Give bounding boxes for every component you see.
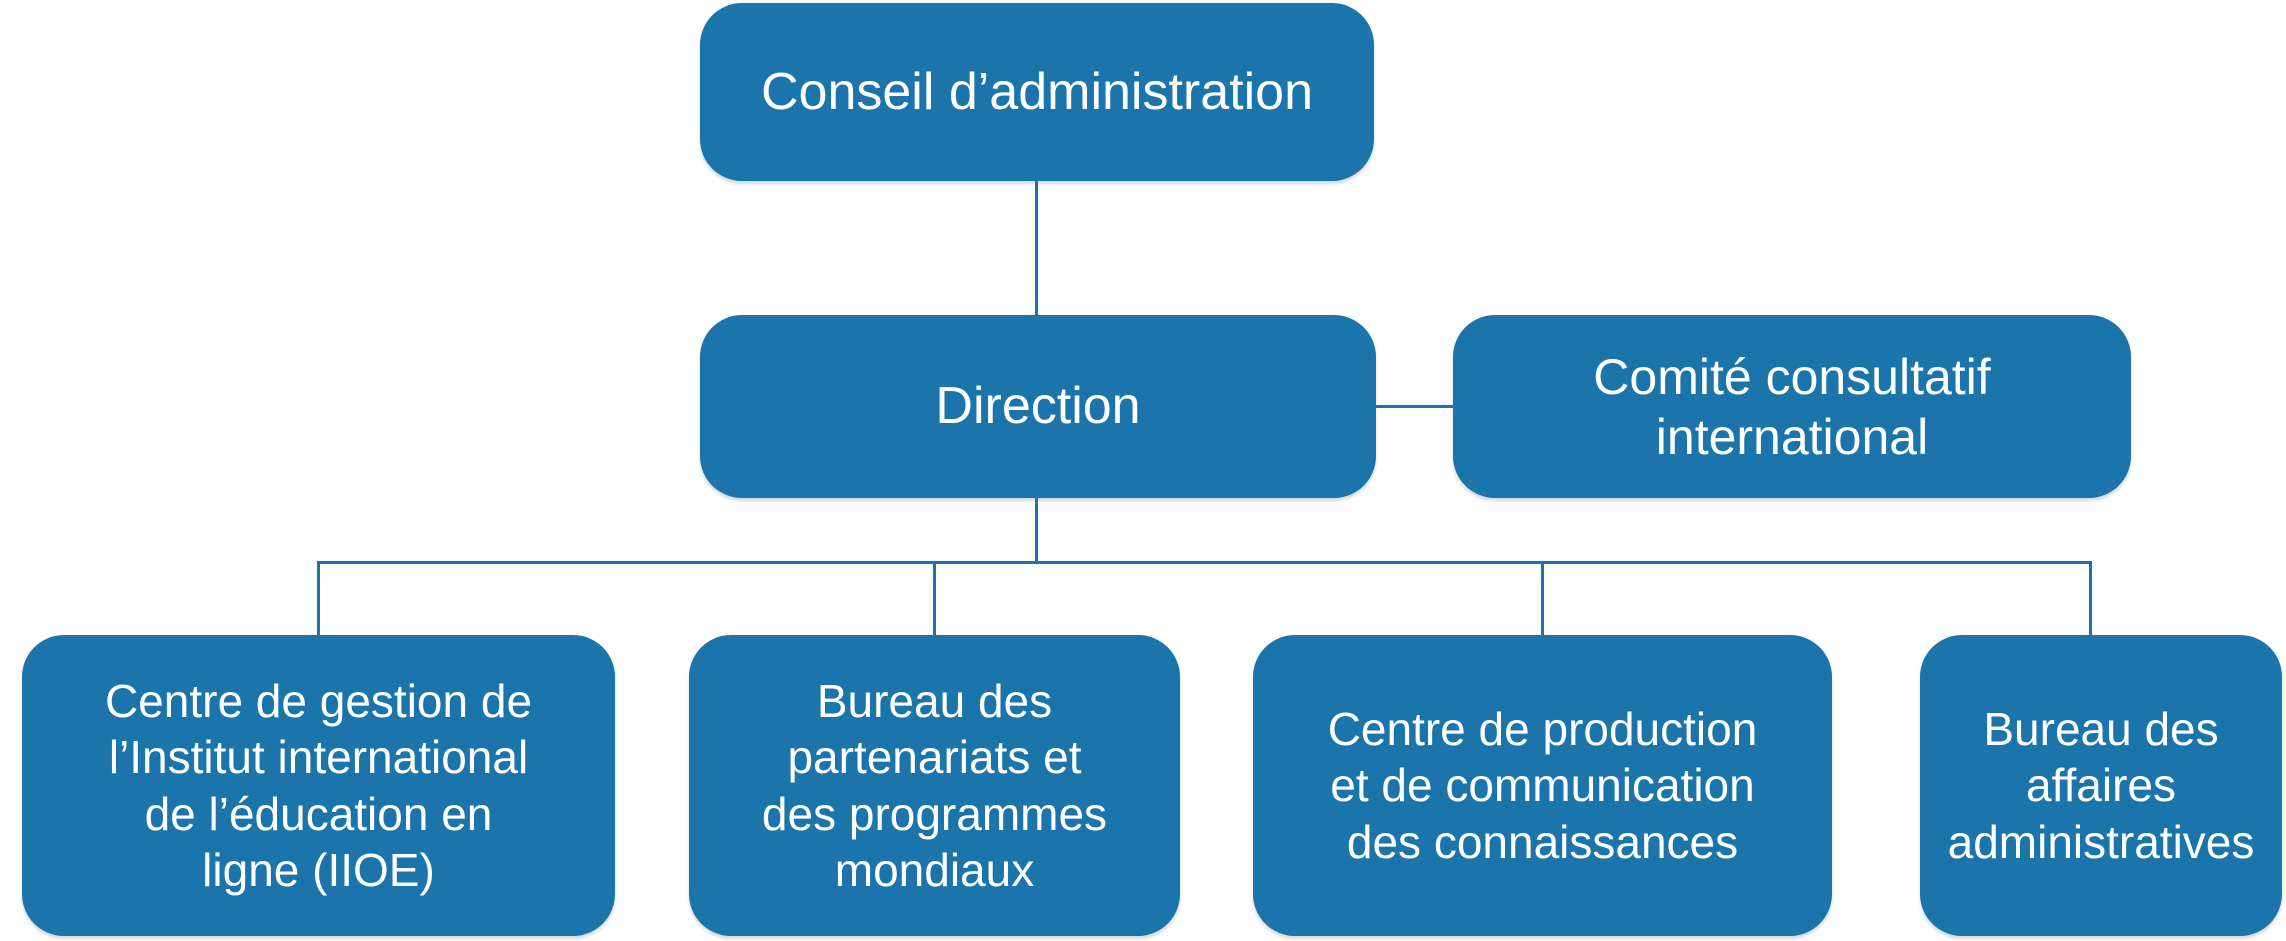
node-dept-affaires: Bureau des affaires administratives	[1920, 635, 2282, 936]
node-conseil-administration-label: Conseil d’administration	[760, 62, 1314, 121]
connector-bus	[318, 561, 2092, 564]
connector-drop-dept-partenariats	[933, 561, 936, 635]
node-dept-iioe-label: Centre de gestion de l’Institut internat…	[104, 675, 533, 896]
connector-drop-dept-iioe	[317, 561, 320, 635]
connector-direction-comite	[1376, 405, 1453, 408]
node-dept-production-label: Centre de production et de communication…	[1327, 703, 1758, 868]
node-direction-label: Direction	[935, 377, 1141, 436]
connector-direction-stem	[1035, 498, 1038, 562]
node-comite-consultatif-label: Comité consultatif international	[1593, 348, 1991, 465]
node-direction: Direction	[700, 315, 1376, 498]
node-comite-consultatif: Comité consultatif international	[1453, 315, 2131, 498]
node-dept-partenariats-label: Bureau des partenariats et des programme…	[761, 675, 1108, 896]
connector-drop-dept-production	[1541, 561, 1544, 635]
connector-conseil-direction	[1035, 181, 1038, 315]
node-dept-partenariats: Bureau des partenariats et des programme…	[689, 635, 1180, 936]
node-dept-affaires-label: Bureau des affaires administratives	[1947, 703, 2255, 868]
node-dept-iioe: Centre de gestion de l’Institut internat…	[22, 635, 615, 936]
connector-drop-dept-affaires	[2089, 561, 2092, 635]
node-dept-production: Centre de production et de communication…	[1253, 635, 1832, 936]
node-conseil-administration: Conseil d’administration	[700, 3, 1374, 181]
